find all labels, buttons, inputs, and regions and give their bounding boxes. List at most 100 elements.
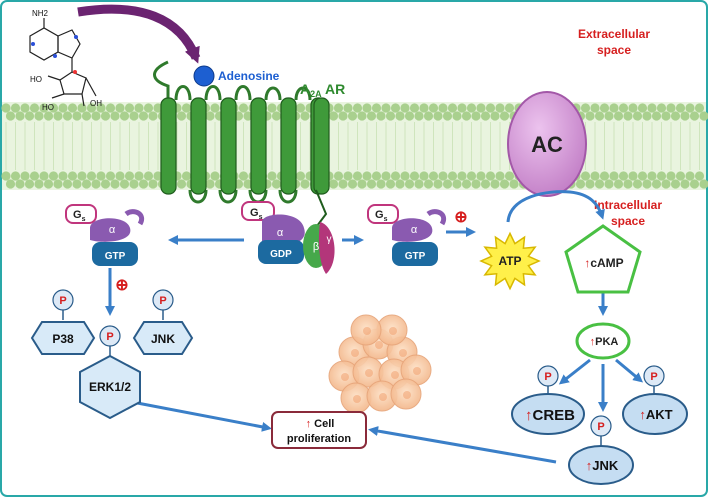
lipid-head [471, 111, 481, 121]
p38-node [30, 321, 96, 355]
lipid-head [618, 103, 629, 113]
lipid-head [10, 103, 21, 113]
lipid-head [134, 103, 144, 113]
lipid-head [609, 103, 619, 113]
lipid-head [618, 171, 629, 181]
lipid-head [428, 103, 439, 113]
cell-cluster-icon [328, 314, 432, 414]
binding-arrow [77, 4, 201, 64]
molecule-nh2-label: NH2 [32, 9, 49, 18]
lipid-head [81, 179, 92, 189]
gtp-label-right: GTP [405, 251, 426, 262]
lipid-head [694, 171, 705, 181]
lipid-head [267, 103, 277, 113]
lipid-head [29, 171, 40, 181]
svg-text:P: P [159, 295, 166, 307]
molecule-ho-label-2: HO [42, 103, 54, 112]
cell-nucleus [389, 327, 397, 335]
lipid-head [651, 111, 662, 121]
lipid-head [381, 103, 391, 113]
lipid-head [43, 179, 54, 189]
lipid-head [48, 103, 59, 113]
camp-label: ↑cAMP [584, 256, 623, 270]
lipid-head [295, 171, 306, 181]
lipid-head [609, 171, 619, 181]
cell-nucleus [353, 395, 361, 403]
lipid-head [419, 171, 429, 181]
lipid-head [466, 171, 477, 181]
lipid-head [404, 179, 415, 189]
lipid-head [423, 111, 434, 121]
lipid-head [300, 179, 310, 189]
gs-label-center: Gs [250, 207, 263, 221]
lipid-head [153, 171, 163, 181]
intracellular-label-2: space [611, 214, 645, 228]
jnk-left-label: JNK [151, 332, 175, 346]
lipid-head [210, 103, 220, 113]
lipid-head [480, 179, 491, 189]
phospho-jnk-left: P [152, 289, 174, 320]
cell-proliferation-label-2: proliferation [287, 433, 351, 445]
receptor-helix [220, 97, 237, 195]
lipid-head [485, 103, 496, 113]
lipid-head [628, 171, 638, 181]
lipid-head [428, 171, 439, 181]
lipid-head [100, 111, 111, 121]
lipid-head [590, 171, 600, 181]
lipid-head [243, 111, 253, 121]
lipid-head [86, 171, 97, 181]
lipid-head [148, 111, 158, 121]
lipid-head [115, 171, 125, 181]
lipid-head [385, 111, 396, 121]
lipid-head [5, 179, 16, 189]
lipid-head [613, 179, 624, 189]
lipid-head [390, 103, 401, 113]
adenosine-label: Adenosine [218, 69, 280, 83]
lipid-head [404, 111, 415, 121]
lipid-head [699, 179, 708, 189]
lipid-head [457, 171, 467, 181]
lipid-head [34, 179, 44, 189]
lipid-head [347, 179, 358, 189]
jnk-right-node [568, 445, 634, 485]
gs-label-left: Gs [73, 209, 86, 223]
lipid-head [457, 103, 467, 113]
lipid-head [5, 111, 16, 121]
lipid-head [300, 111, 310, 121]
receptor-helix [313, 97, 330, 195]
lipid-head [129, 111, 139, 121]
atp-label: ATP [498, 254, 521, 268]
lipid-head [24, 179, 35, 189]
pka-label: ↑PKA [590, 336, 619, 348]
lipid-head [433, 179, 443, 189]
lipid-head [205, 111, 215, 121]
lipid-head [105, 103, 116, 113]
lipid-head [243, 179, 253, 189]
lipid-head [685, 103, 695, 113]
lipid-head [666, 171, 676, 181]
lipid-head [438, 171, 448, 181]
pka-node [575, 322, 631, 360]
plus-circle-icon-right: ⊕ [454, 209, 467, 226]
svg-text:P: P [59, 295, 66, 307]
atp-burst [479, 231, 541, 291]
lipid-head [138, 179, 149, 189]
svg-text:P: P [597, 421, 604, 433]
lipid-head [366, 179, 377, 189]
lipid-head [461, 111, 472, 121]
cell-membrane [1, 102, 708, 190]
lipid-head [96, 171, 106, 181]
lipid-head [490, 111, 500, 121]
lipid-head [176, 111, 187, 121]
lipid-head [442, 111, 453, 121]
lipid-head [661, 179, 671, 189]
lipid-head [181, 171, 192, 181]
lipid-head [694, 103, 705, 113]
lipid-head [338, 179, 348, 189]
lipid-head [604, 179, 614, 189]
lipid-head [385, 179, 396, 189]
lipid-head [613, 111, 624, 121]
lipid-head [604, 111, 614, 121]
lipid-head [115, 103, 125, 113]
lipid-head [395, 111, 405, 121]
